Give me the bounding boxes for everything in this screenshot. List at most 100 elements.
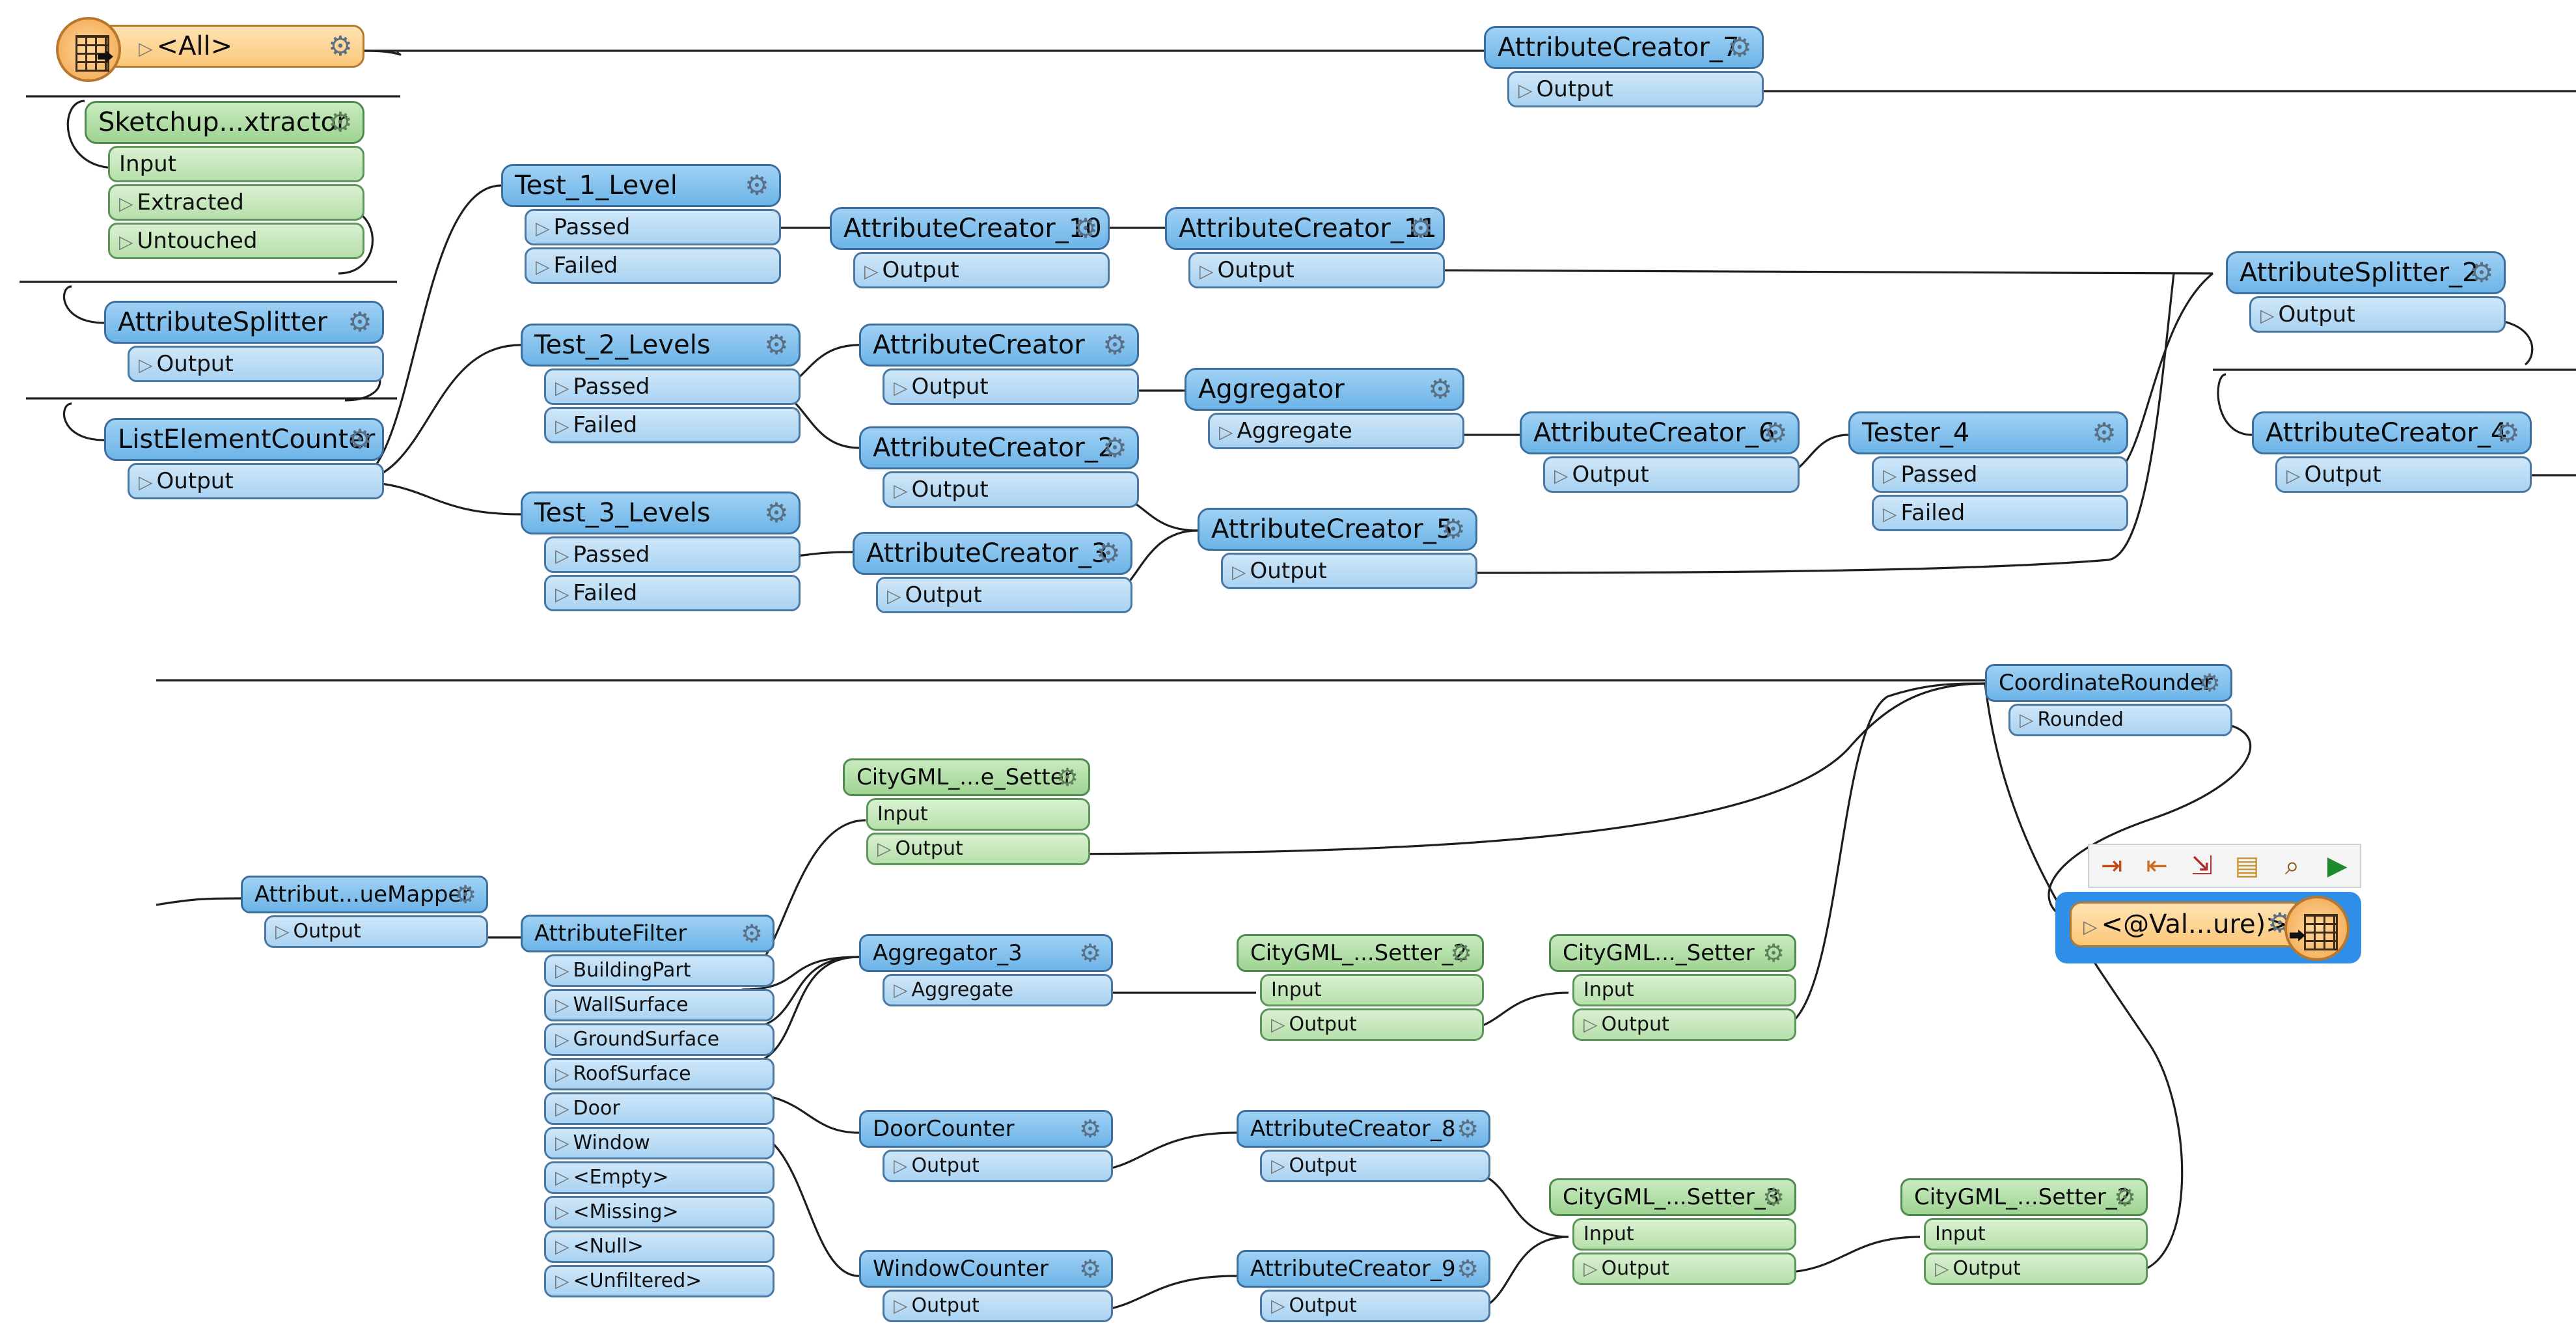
- gear-icon[interactable]: ⚙: [348, 423, 372, 455]
- insert-icon[interactable]: ⇥: [2100, 851, 2123, 881]
- transformer-attributecreator-4[interactable]: AttributeCreator_4⚙ ▷Output: [2252, 411, 2532, 493]
- output-port-failed[interactable]: ▷Failed: [1872, 495, 2128, 531]
- transformer-attributesplitter-2[interactable]: AttributeSplitter_2⚙ ▷Output: [2226, 251, 2506, 333]
- gear-icon[interactable]: ⚙: [1456, 1115, 1479, 1143]
- output-port-passed[interactable]: ▷Passed: [544, 536, 801, 573]
- output-port-aggregate[interactable]: ▷Aggregate: [1208, 413, 1464, 449]
- transformer-attributecreator-5[interactable]: AttributeCreator_5⚙ ▷Output: [1198, 508, 1477, 589]
- output-port-failed[interactable]: ▷Failed: [544, 575, 801, 611]
- transformer-listelementcounter[interactable]: ListElementCounter⚙ ▷Output: [104, 418, 384, 499]
- transformer-attributecreator-6[interactable]: AttributeCreator_6⚙ ▷Output: [1520, 411, 1800, 493]
- transformer-test-2-levels[interactable]: Test_2_Levels⚙ ▷Passed ▷Failed: [521, 324, 801, 443]
- input-port[interactable]: Input: [1924, 1218, 2148, 1251]
- writer-feature-type[interactable]: ▷<@Val...ure)> ⚙: [2070, 902, 2304, 947]
- output-port[interactable]: ▷Output: [876, 577, 1132, 613]
- output-port-passed[interactable]: ▷Passed: [544, 368, 801, 405]
- expand-triangle-icon[interactable]: ▷: [139, 38, 153, 59]
- transformer-aggregator[interactable]: Aggregator⚙ ▷Aggregate: [1185, 368, 1464, 449]
- output-port[interactable]: ▷Output: [1260, 1290, 1490, 1322]
- output-port-extracted[interactable]: ▷Extracted: [108, 184, 364, 221]
- output-port[interactable]: ▷Output: [264, 915, 488, 948]
- gear-icon[interactable]: ⚙: [2092, 417, 2117, 449]
- transformer-test-1-level[interactable]: Test_1_Level⚙ ▷Passed ▷Failed: [501, 164, 781, 284]
- transformer-citygml-setter-2a[interactable]: CityGML_...Setter_2⚙ Input ▷Output: [1237, 934, 1484, 1041]
- folder-icon[interactable]: ▤: [2234, 851, 2260, 881]
- transformer-attributesplitter[interactable]: AttributeSplitter⚙ ▷Output: [104, 301, 384, 382]
- gear-icon[interactable]: ⚙: [1449, 939, 1473, 967]
- gear-icon[interactable]: ⚙: [2495, 417, 2520, 449]
- output-port[interactable]: ▷Output: [1221, 553, 1477, 589]
- transformer-tester-4[interactable]: Tester_4⚙ ▷Passed ▷Failed: [1848, 411, 2128, 531]
- output-port-buildingpart[interactable]: ▷BuildingPart: [544, 954, 774, 987]
- output-port[interactable]: ▷Output: [1572, 1253, 1796, 1285]
- gear-icon[interactable]: ⚙: [745, 169, 769, 201]
- gear-icon[interactable]: ⚙: [1762, 939, 1785, 967]
- transformer-attributecreator-7[interactable]: AttributeCreator_7⚙ ▷Output: [1484, 26, 1764, 107]
- transformer-citygml-setter-2b[interactable]: CityGML_...Setter_2⚙ Input ▷Output: [1900, 1178, 2148, 1285]
- input-port-icon[interactable]: ⇤: [2146, 851, 2168, 881]
- output-port[interactable]: ▷Output: [128, 346, 384, 382]
- output-port-failed[interactable]: ▷Failed: [544, 407, 801, 443]
- output-port-icon[interactable]: ⇲: [2191, 851, 2213, 881]
- gear-icon[interactable]: ⚙: [1762, 1183, 1785, 1211]
- gear-icon[interactable]: ⚙: [1096, 537, 1121, 569]
- output-port[interactable]: ▷Output: [866, 833, 1090, 865]
- output-port-passed[interactable]: ▷Passed: [1872, 456, 2128, 493]
- gear-icon[interactable]: ⚙: [1441, 513, 1466, 545]
- transformer-citygml-e-setter[interactable]: CityGML_...e_Setter⚙ Input ▷Output: [843, 758, 1090, 865]
- transformer-coordinaterounder[interactable]: CoordinateRounder⚙ ▷Rounded: [1985, 664, 2232, 736]
- output-port[interactable]: ▷Output: [1507, 71, 1764, 107]
- output-port[interactable]: ▷Output: [1260, 1150, 1490, 1182]
- gear-icon[interactable]: ⚙: [764, 329, 789, 361]
- gear-icon[interactable]: ⚙: [454, 880, 477, 909]
- transformer-attributecreator-10[interactable]: AttributeCreator_10⚙ ▷Output: [830, 207, 1110, 288]
- output-port[interactable]: ▷Output: [2249, 296, 2506, 333]
- transformer-citygml-setter-3[interactable]: CityGML_...Setter_3⚙ Input ▷Output: [1549, 1178, 1796, 1285]
- input-port[interactable]: Input: [1260, 974, 1484, 1006]
- input-port[interactable]: Input: [1572, 974, 1796, 1006]
- gear-icon[interactable]: ⚙: [1408, 212, 1433, 244]
- gear-icon[interactable]: ⚙: [328, 106, 353, 138]
- transformer-attributecreator-8[interactable]: AttributeCreator_8⚙ ▷Output: [1237, 1110, 1490, 1182]
- output-port[interactable]: ▷Output: [128, 463, 384, 499]
- output-port-groundsurface[interactable]: ▷GroundSurface: [544, 1023, 774, 1056]
- gear-icon[interactable]: ⚙: [1073, 212, 1098, 244]
- gear-icon[interactable]: ⚙: [348, 306, 372, 338]
- transformer-attributevaluemapper[interactable]: Attribut...ueMapper⚙ ▷Output: [241, 876, 488, 948]
- gear-icon[interactable]: ⚙: [764, 497, 789, 529]
- gear-icon[interactable]: ⚙: [1056, 763, 1079, 792]
- transformer-citygml-setter[interactable]: CityGML..._Setter⚙ Input ▷Output: [1549, 934, 1796, 1041]
- output-port-passed[interactable]: ▷Passed: [525, 209, 781, 245]
- gear-icon[interactable]: ⚙: [1456, 1254, 1479, 1283]
- input-port[interactable]: Input: [1572, 1218, 1796, 1251]
- gear-icon[interactable]: ⚙: [1727, 31, 1752, 63]
- gear-icon[interactable]: ⚙: [1078, 1115, 1102, 1143]
- output-port[interactable]: ▷Output: [1543, 456, 1800, 493]
- gear-icon[interactable]: ⚙: [2469, 256, 2494, 288]
- transformer-attributecreator-9[interactable]: AttributeCreator_9⚙ ▷Output: [1237, 1250, 1490, 1322]
- output-port[interactable]: ▷Output: [883, 1150, 1113, 1182]
- transformer-aggregator-3[interactable]: Aggregator_3⚙ ▷Aggregate: [859, 934, 1113, 1006]
- transformer-windowcounter[interactable]: WindowCounter⚙ ▷Output: [859, 1250, 1113, 1322]
- output-port-missing[interactable]: ▷<Missing>: [544, 1196, 774, 1228]
- output-port[interactable]: ▷Output: [1188, 252, 1445, 288]
- gear-icon[interactable]: ⚙: [1078, 1254, 1102, 1283]
- output-port-empty[interactable]: ▷<Empty>: [544, 1161, 774, 1194]
- output-port[interactable]: ▷Output: [2275, 456, 2532, 493]
- output-port[interactable]: ▷Output: [883, 471, 1139, 508]
- gear-icon[interactable]: ⚙: [1103, 432, 1127, 464]
- input-port[interactable]: Input: [866, 798, 1090, 831]
- output-port-window[interactable]: ▷Window: [544, 1127, 774, 1159]
- gear-icon[interactable]: ⚙: [2113, 1183, 2137, 1211]
- transformer-test-3-levels[interactable]: Test_3_Levels⚙ ▷Passed ▷Failed: [521, 492, 801, 611]
- run-icon[interactable]: ▶: [2327, 851, 2348, 881]
- transformer-attributecreator-2[interactable]: AttributeCreator_2⚙ ▷Output: [859, 426, 1139, 508]
- output-port-unfiltered[interactable]: ▷<Unfiltered>: [544, 1265, 774, 1297]
- gear-icon[interactable]: ⚙: [1078, 939, 1102, 967]
- output-port[interactable]: ▷Output: [883, 368, 1139, 405]
- output-port[interactable]: ▷Output: [883, 1290, 1113, 1322]
- output-port-null[interactable]: ▷<Null>: [544, 1230, 774, 1263]
- transformer-doorcounter[interactable]: DoorCounter⚙ ▷Output: [859, 1110, 1113, 1182]
- expand-triangle-icon[interactable]: ▷: [2083, 916, 2098, 937]
